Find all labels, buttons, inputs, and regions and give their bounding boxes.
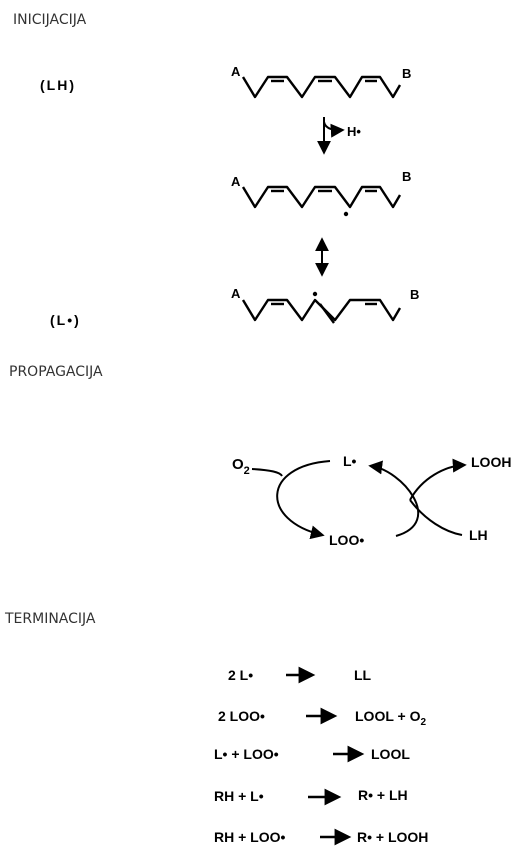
l-radical-label: L• [343, 453, 357, 469]
reaction-left: RH + L• [214, 788, 264, 804]
chain3-end-b: B [410, 287, 419, 302]
termination-reaction: RH + LOO• R• + LOOH [214, 828, 428, 846]
chain1-end-a: A [231, 64, 241, 79]
radical-dot-2 [312, 291, 318, 297]
reaction-left: 2 LOO• [218, 708, 265, 724]
heading-propagation: PROPAGACIJA [9, 364, 103, 380]
termination-reactions: 2 L• LL 2 LOO• LOOL + O2 L• + LOO• LOOL … [214, 666, 428, 846]
heading-termination: TERMINACIJA [5, 611, 96, 627]
h-abstraction-arrow [317, 117, 345, 155]
termination-reaction: L• + LOO• LOOL [214, 745, 410, 763]
chain1-end-b: B [402, 66, 411, 81]
reaction-right: LOOL [371, 746, 410, 762]
o2-label: O2 [232, 456, 250, 477]
reaction-left: 2 L• [228, 667, 253, 683]
chain-radical-1 [241, 185, 402, 209]
reaction-right: R• + LH [358, 787, 408, 803]
loo-radical-label: LOO• [329, 532, 364, 548]
reaction-right: LL [354, 667, 372, 683]
chain2-end-b: B [402, 169, 411, 184]
reaction-left: RH + LOO• [214, 829, 286, 845]
termination-reaction: RH + L• R• + LH [214, 787, 408, 806]
reaction-right: R• + LOOH [357, 829, 428, 845]
looh-label: LOOH [471, 454, 511, 470]
heading-initiation: INICIJACIJA [13, 12, 87, 28]
chain-lh [241, 75, 402, 99]
termination-reaction: 2 LOO• LOOL + O2 [218, 707, 426, 728]
propagation-cycle [251, 458, 467, 540]
lh-label: (LH) [40, 77, 76, 93]
chain3-end-a: A [231, 286, 241, 301]
reaction-left: L• + LOO• [214, 746, 279, 762]
radical-dot-1 [343, 211, 349, 217]
termination-reaction: 2 L• LL [228, 666, 372, 684]
h-radical-label: H• [347, 124, 361, 139]
chain2-end-a: A [231, 174, 241, 189]
chain-radical-2 [241, 298, 402, 324]
reaction-right: LOOL + O2 [355, 708, 426, 728]
lh-propagation-label: LH [469, 527, 488, 543]
radical-label: (L•) [50, 312, 81, 328]
